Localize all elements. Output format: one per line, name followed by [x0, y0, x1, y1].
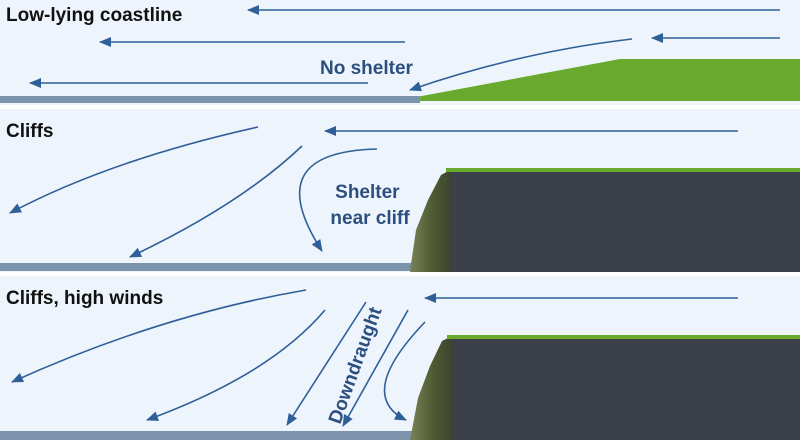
grass-slope	[395, 59, 800, 101]
wind-arrow	[409, 38, 633, 92]
panel-low-lying: Low-lying coastline No shelter	[0, 0, 800, 109]
wind-arrows	[9, 126, 738, 258]
wind-arrow	[286, 301, 367, 426]
shelter-label: No shelter	[320, 58, 414, 79]
wind-arrow	[9, 126, 259, 214]
panel-title: Cliffs, high winds	[6, 288, 163, 309]
panel-title: Low-lying coastline	[6, 5, 182, 26]
wind-arrow	[129, 145, 303, 258]
cliff	[410, 335, 800, 440]
shelter-label: Shelter near cliff	[330, 182, 410, 229]
cliff-rock-face	[410, 336, 456, 440]
wind-arrow	[298, 148, 378, 252]
separator	[0, 272, 800, 276]
panel-cliffs: Cliffs Shelter near cliff	[0, 109, 800, 276]
cliff-body	[453, 337, 800, 440]
cliff-top-grass	[446, 168, 800, 172]
cliff-body	[452, 170, 800, 272]
wind-arrow	[11, 289, 307, 383]
wind-arrow	[342, 309, 409, 427]
water-line	[0, 263, 420, 271]
water-line	[0, 96, 420, 103]
cliff-rock-face	[410, 170, 455, 272]
panel-title: Cliffs	[6, 121, 54, 142]
shelter-label-line: near cliff	[330, 208, 410, 229]
separator	[0, 105, 800, 109]
shelter-label-line: Shelter	[335, 182, 400, 203]
panel-high-winds: Cliffs, high winds Downdraught	[0, 276, 800, 440]
cliff	[410, 168, 800, 272]
wind-arrows	[29, 4, 780, 92]
wind-arrow	[383, 321, 426, 421]
cliff-top-grass	[447, 335, 800, 339]
wind-arrow	[146, 309, 326, 421]
water-line	[0, 431, 420, 440]
wind-arrows	[11, 289, 738, 427]
